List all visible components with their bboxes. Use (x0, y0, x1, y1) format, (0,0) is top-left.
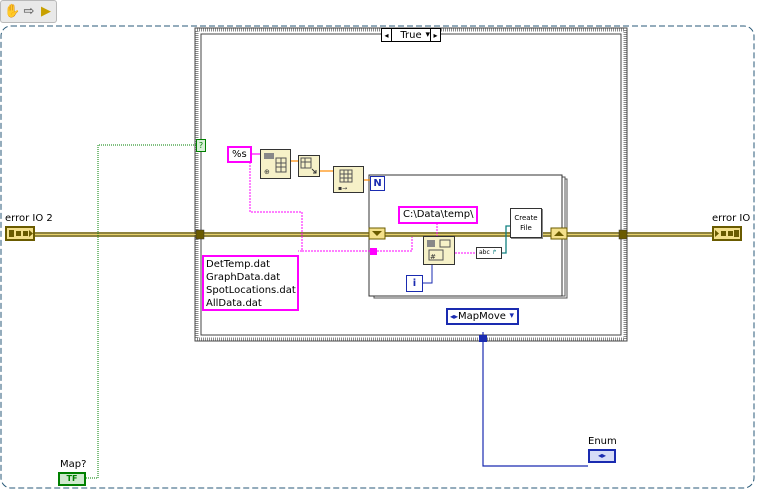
arrow-icon[interactable]: ⇨ (23, 4, 35, 19)
error-out-label: error IO (712, 213, 751, 224)
enum-terminal[interactable]: ◂▸ (588, 449, 616, 463)
format-into-string-node[interactable]: ⊕ (260, 149, 291, 179)
case-selector[interactable]: ◂ True ▾ ▸ (381, 28, 441, 42)
enum-arrows-icon: ◂▸ (450, 312, 459, 321)
format-string-constant[interactable]: %s (227, 146, 252, 163)
boolean-wire (86, 144, 196, 479)
string-tunnel (370, 248, 377, 255)
path-string-constant[interactable]: C:\Data\temp\ (398, 206, 478, 224)
create-file-node[interactable]: Create File (510, 208, 542, 238)
error-tunnel-out (618, 229, 628, 240)
error-out-terminal[interactable] (712, 226, 742, 241)
file-names-constant[interactable]: DetTemp.dat GraphData.dat SpotLocations.… (202, 255, 299, 311)
string-wires (249, 162, 476, 254)
decrement-arrow-icon[interactable]: ◂ (382, 29, 392, 42)
map-boolean-terminal[interactable]: TF (58, 472, 86, 486)
string-to-path-node[interactable]: abc ↱ (476, 247, 502, 259)
path-wire (502, 225, 510, 254)
svg-text:#: # (430, 253, 436, 261)
file-name: GraphData.dat (206, 272, 281, 283)
file-name: AllData.dat (206, 298, 262, 309)
loop-count-terminal[interactable]: N (370, 176, 385, 191)
svg-text:▪→: ▪→ (338, 185, 347, 192)
hand-icon[interactable]: ✋ (4, 4, 21, 19)
chevron-down-icon[interactable]: ▾ (509, 311, 514, 321)
boolean-selector-tunnel: ? (196, 139, 206, 152)
svg-text:⊕: ⊕ (264, 168, 270, 176)
loop-index-terminal: i (406, 275, 423, 292)
error-in-label: error IO 2 (5, 213, 53, 224)
increment-arrow-icon[interactable]: ▸ (430, 29, 440, 42)
mapmove-enum-constant[interactable]: ◂▸MapMove ▾ (446, 308, 519, 325)
error-in-terminal[interactable] (5, 226, 35, 241)
file-name: SpotLocations.dat (206, 285, 296, 296)
case-selector-value: True (400, 30, 422, 41)
reshape-array-node[interactable]: ▪→ (333, 166, 364, 193)
highlight-icon[interactable]: ▶ (41, 4, 51, 19)
concatenate-strings-node[interactable]: # (423, 236, 455, 265)
transpose-array-node[interactable] (298, 155, 320, 177)
enum-label: Enum (588, 436, 617, 447)
file-name: DetTemp.dat (206, 259, 270, 270)
enum-wire (482, 332, 588, 467)
case-selector-terminal (479, 335, 487, 342)
map-label: Map? (60, 459, 87, 470)
index-wire (421, 264, 433, 284)
error-tunnel-in (195, 229, 205, 240)
toolbar: ✋ ⇨ ▶ (0, 0, 57, 23)
chevron-down-icon[interactable]: ▾ (425, 30, 430, 40)
